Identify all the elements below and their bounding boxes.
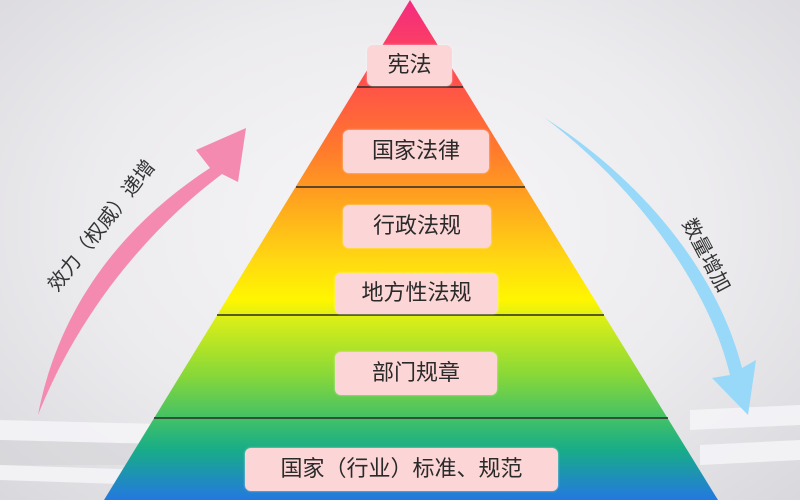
level-label-departmental-rules: 部门规章 [335,352,497,395]
level-label-administrative-regulations: 行政法规 [343,205,491,248]
right-arrow-down [545,118,756,415]
left-arrow-up [38,128,246,415]
level-label-local-regulations: 地方性法规 [335,273,498,314]
level-label-constitution: 宪法 [367,45,452,86]
pyramid [104,0,718,500]
level-label-national-industry-standards: 国家（行业）标准、规范 [245,448,558,491]
level-label-national-law: 国家法律 [343,130,489,173]
